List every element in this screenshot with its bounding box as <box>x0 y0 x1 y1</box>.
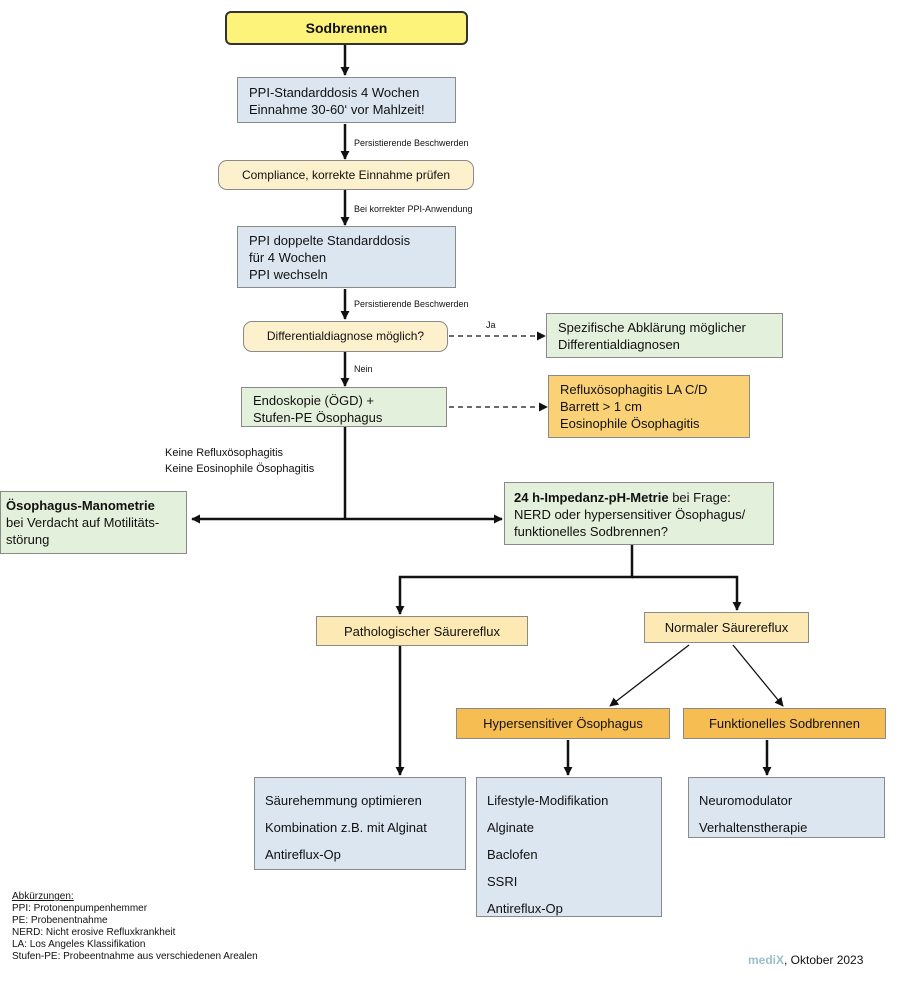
node-ppi-standard: PPI-Standarddosis 4 Wochen Einnahme 30-6… <box>237 77 456 123</box>
manometrie-title: Ösophagus-Manometrie <box>6 498 155 513</box>
credit-text: , Oktober 2023 <box>784 953 864 967</box>
saeure-line-3: Antireflux-Op <box>265 847 341 862</box>
manometrie-line-2: störung <box>6 532 50 547</box>
node-sodbrennen: Sodbrennen <box>225 11 468 45</box>
edge-normal-hypersensitiv <box>609 644 690 707</box>
abbreviations-title: Abkürzungen: <box>12 891 74 902</box>
ppi-double-line-1: PPI doppelte Standarddosis <box>249 233 411 248</box>
node-reflux-findings: Refluxösophagitis LA C/D Barrett > 1 cm … <box>548 375 750 438</box>
saeure-line-2: Kombination z.B. mit Alginat <box>265 820 427 835</box>
node-sodbrennen-label: Sodbrennen <box>305 19 388 36</box>
saeure-line-1: Säurehemmung optimieren <box>265 793 422 808</box>
edge-label-persist-1: Persistierende Beschwerden <box>354 138 469 148</box>
node-differential-label: Differentialdiagnose möglich? <box>266 329 425 343</box>
node-endoskopie: Endoskopie (ÖGD) + Stufen-PE Ösophagus <box>241 387 447 427</box>
abbr-nerd: NERD: Nicht erosive Refluxkrankheit <box>12 927 176 938</box>
edge-label-korrekt: Bei korrekter PPI-Anwendung <box>354 204 473 214</box>
ppi-standard-line-1: PPI-Standarddosis 4 Wochen <box>249 85 420 100</box>
ppi-standard-line-2: Einnahme 30-60‘ vor Mahlzeit! <box>249 102 425 117</box>
normal-label: Normaler Säurereflux <box>664 620 789 635</box>
lifestyle-line-4: SSRI <box>487 874 518 889</box>
keine-line-2: Keine Eosinophile Ösophagitis <box>165 463 315 475</box>
credit-brand: mediX <box>748 953 785 967</box>
edge-impedanz-normal <box>632 575 742 611</box>
node-compliance: Compliance, korrekte Einnahme prüfen <box>218 160 474 190</box>
impedanz-title: 24 h-Impedanz-pH-Metrie <box>514 490 669 505</box>
node-lifestyle: Lifestyle-Modifikation Alginate Baclofen… <box>476 777 662 917</box>
node-differential: Differentialdiagnose möglich? <box>243 321 448 352</box>
impedanz-title-rest: bei Frage: <box>668 490 731 505</box>
specific-line-2: Differentialdiagnosen <box>558 337 680 352</box>
node-hypersensitiv: Hypersensitiver Ösophagus <box>456 708 670 739</box>
edge-label-keine: Keine Refluxösophagitis Keine Eosinophil… <box>165 445 314 477</box>
keine-line-1: Keine Refluxösophagitis <box>165 447 284 459</box>
abbr-la: LA: Los Angeles Klassifikation <box>12 939 146 950</box>
lifestyle-line-3: Baclofen <box>487 847 538 862</box>
pathologisch-label: Pathologischer Säurereflux <box>343 623 501 639</box>
edge-label-persist-2: Persistierende Beschwerden <box>354 299 469 309</box>
neuro-line-1: Neuromodulator <box>699 793 793 808</box>
node-neuromodulator: Neuromodulator Verhaltenstherapie <box>688 777 885 838</box>
node-ppi-double: PPI doppelte Standarddosis für 4 Wochen … <box>237 226 456 288</box>
edge-normal-funktionell <box>732 644 784 707</box>
endoskopie-line-2: Stufen-PE Ösophagus <box>253 410 383 425</box>
lifestyle-line-2: Alginate <box>487 820 534 835</box>
funktionell-label: Funktionelles Sodbrennen <box>708 716 861 731</box>
lifestyle-line-1: Lifestyle-Modifikation <box>487 793 609 808</box>
abbr-stufen-pe: Stufen-PE: Probeentnahme aus verschieden… <box>12 951 258 962</box>
impedanz-line-1: NERD oder hypersensitiver Ösophagus/ <box>514 507 746 522</box>
node-manometrie: Ösophagus-Manometrie bei Verdacht auf Mo… <box>0 491 187 554</box>
edge-label-nein: Nein <box>354 364 373 374</box>
abbreviations: Abkürzungen: PPI: Protonenpumpenhemmer P… <box>12 891 258 963</box>
ppi-double-line-2: für 4 Wochen <box>249 250 327 265</box>
hypersensitiv-label: Hypersensitiver Ösophagus <box>483 716 643 731</box>
node-impedanz: 24 h-Impedanz-pH-Metrie bei Frage: NERD … <box>504 482 774 545</box>
neuro-line-2: Verhaltenstherapie <box>699 820 808 835</box>
node-compliance-label: Compliance, korrekte Einnahme prüfen <box>241 167 451 182</box>
node-normal: Normaler Säurereflux <box>644 612 809 643</box>
endoskopie-line-1: Endoskopie (ÖGD) + <box>253 393 375 408</box>
node-saeurehemmung: Säurehemmung optimieren Kombination z.B.… <box>254 777 466 870</box>
ppi-double-line-3: PPI wechseln <box>249 267 328 282</box>
reflux-findings-line-2: Barrett > 1 cm <box>560 399 642 414</box>
edge-impedanz-split <box>395 545 634 615</box>
node-pathologisch: Pathologischer Säurereflux <box>316 616 528 646</box>
impedanz-line-2: funktionelles Sodbrennen? <box>514 524 668 539</box>
manometrie-line-1: bei Verdacht auf Motilitäts- <box>6 515 160 530</box>
node-funktionell: Funktionelles Sodbrennen <box>683 708 886 739</box>
credit: mediX, Oktober 2023 <box>748 953 863 967</box>
edge-label-ja: Ja <box>486 320 496 330</box>
abbr-ppi: PPI: Protonenpumpenhemmer <box>12 903 148 914</box>
reflux-findings-line-3: Eosinophile Ösophagitis <box>560 416 700 431</box>
specific-line-1: Spezifische Abklärung möglicher <box>558 320 746 335</box>
lifestyle-line-5: Antireflux-Op <box>487 901 563 916</box>
node-specific: Spezifische Abklärung möglicher Differen… <box>546 313 783 358</box>
reflux-findings-line-1: Refluxösophagitis LA C/D <box>560 382 708 397</box>
abbr-pe: PE: Probenentnahme <box>12 915 108 926</box>
